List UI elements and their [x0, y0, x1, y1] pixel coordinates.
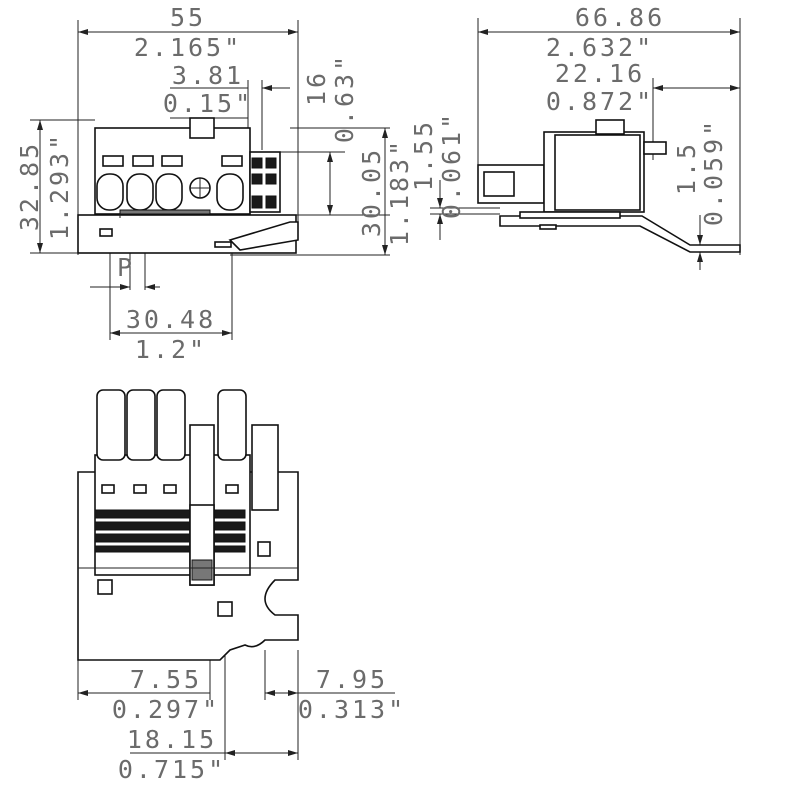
- front-pitch-small-mm: 3.81: [172, 61, 244, 90]
- front-offset-in: 0.63": [330, 53, 359, 143]
- side-length-in: 2.632": [546, 33, 654, 62]
- front-view: 55 2.165" 3.81 0.15" 16 0.63" 32.85 1.29…: [15, 3, 414, 364]
- top-left-mm: 7.55: [130, 665, 202, 694]
- top-mid-in: 0.715": [118, 755, 226, 784]
- front-offset-mm: 16: [302, 70, 331, 106]
- front-inner-height-in: 1.183": [385, 138, 414, 246]
- front-width-in: 2.165": [134, 33, 242, 62]
- side-depth-in: 0.872": [546, 87, 654, 116]
- top-mid-mm: 18.15: [127, 725, 217, 754]
- side-thick1-mm: 1.55: [409, 119, 438, 191]
- side-length-mm: 66.86: [575, 3, 665, 32]
- front-span-mm: 30.48: [126, 305, 216, 334]
- side-thick2-mm: 1.5: [672, 141, 701, 195]
- front-span-in: 1.2": [135, 335, 207, 364]
- front-width-mm: 55: [170, 3, 206, 32]
- top-right-mm: 7.95: [316, 665, 388, 694]
- front-pitch-small-in: 0.15": [163, 89, 253, 118]
- top-view: 7.55 0.297" 7.95 0.313" 18.15 0.715": [77, 389, 406, 784]
- side-thick1-in: 0.061": [437, 111, 466, 219]
- front-pitch-label: P: [117, 253, 135, 282]
- front-inner-height-mm: 30.05: [357, 147, 386, 237]
- front-height-in: 1.293": [45, 132, 74, 240]
- side-thick2-in: 0.059": [699, 118, 728, 226]
- top-left-in: 0.297": [112, 695, 220, 724]
- side-depth-mm: 22.16: [555, 59, 645, 88]
- side-view: 66.86 2.632" 22.16 0.872" 1.55 0.061" 1.…: [409, 3, 741, 270]
- top-right-in: 0.313": [298, 695, 406, 724]
- front-tab: [228, 221, 299, 251]
- front-height-mm: 32.85: [15, 141, 44, 231]
